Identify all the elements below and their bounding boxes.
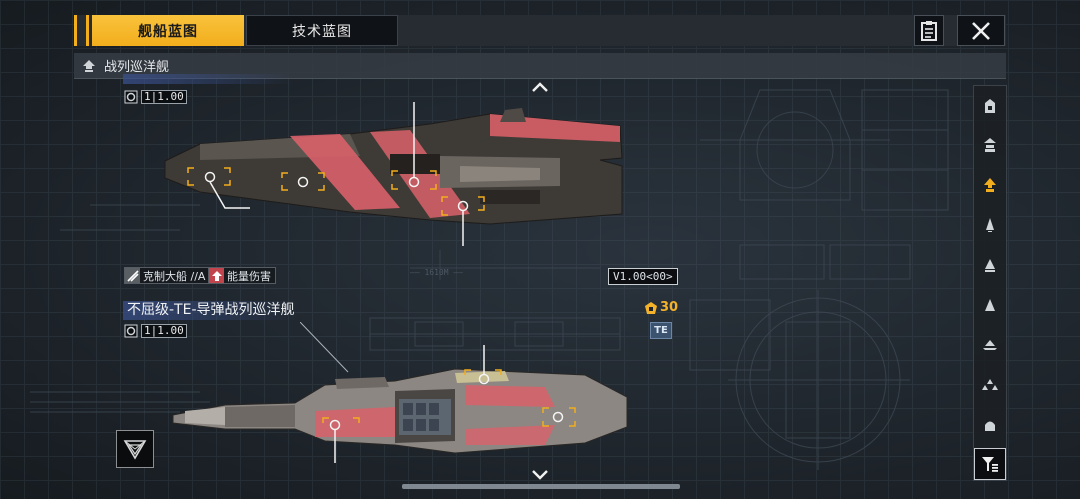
ship-model-1[interactable] xyxy=(160,96,630,256)
close-icon xyxy=(972,21,990,40)
sidebar-item-corvette[interactable] xyxy=(974,327,1006,363)
auxiliary-icon xyxy=(985,421,995,431)
dimension-label: —— 1610M —— xyxy=(410,268,463,277)
sidebar-item-frigate[interactable] xyxy=(974,287,1006,323)
scrollbar-thumb[interactable] xyxy=(402,484,680,489)
fighter-icon xyxy=(982,379,998,390)
destroyer-icon xyxy=(985,259,995,272)
tag-counter-large: 克制大船 //A xyxy=(124,267,211,284)
tag-label: 克制大船 //A xyxy=(143,269,206,283)
blueprint-icon xyxy=(124,90,138,104)
version-label: V1.00<00> xyxy=(608,268,678,285)
battlecruiser-icon xyxy=(83,59,95,72)
tag-label: 能量伤害 xyxy=(227,269,271,283)
variant-badge: TE xyxy=(650,322,672,339)
cruiser-icon xyxy=(986,218,994,232)
blueprint-value: 1|1.00 xyxy=(141,324,187,338)
category-title: 战列巡洋舰 xyxy=(104,60,170,75)
command-points-icon xyxy=(645,301,657,314)
tab-label: 舰船蓝图 xyxy=(138,23,198,40)
energy-damage-icon xyxy=(209,268,224,283)
tag-energy-damage: 能量伤害 xyxy=(208,267,276,284)
faction-emblem[interactable] xyxy=(116,430,154,468)
sidebar-item-cruiser[interactable] xyxy=(974,207,1006,243)
blueprint-meter-1: 1|1.00 xyxy=(124,90,187,104)
build-cost: 30 xyxy=(644,300,678,315)
blueprint-icon xyxy=(124,324,138,338)
corvette-icon xyxy=(983,340,997,350)
horizontal-scrollbar[interactable] xyxy=(402,484,680,489)
top-bar-accent xyxy=(74,15,77,46)
faction-icon xyxy=(123,440,147,460)
ship-name-2: 不屈级-TE-导弹战列巡洋舰 xyxy=(123,301,299,320)
tab-label: 技术蓝图 xyxy=(292,23,352,40)
blueprint-value: 1|1.00 xyxy=(141,90,187,104)
top-bar: 舰船蓝图 技术蓝图 xyxy=(74,15,1006,46)
sidebar-item-battlecruiser[interactable] xyxy=(974,167,1006,203)
sidebar-item-destroyer[interactable] xyxy=(974,247,1006,283)
scroll-down-icon[interactable] xyxy=(532,470,548,480)
tab-tech-blueprint[interactable]: 技术蓝图 xyxy=(246,15,398,46)
frigate-icon xyxy=(985,299,995,311)
sidebar-item-fighter[interactable] xyxy=(974,367,1006,403)
filter-icon xyxy=(982,457,998,472)
clipboard-icon xyxy=(921,20,937,41)
counter-icon xyxy=(125,268,140,283)
blueprint-meter-2: 1|1.00 xyxy=(124,324,187,338)
ship-model-2[interactable] xyxy=(165,345,635,465)
ship-name-1 xyxy=(123,74,293,84)
scroll-up-icon[interactable] xyxy=(532,82,548,92)
notes-button[interactable] xyxy=(914,15,944,46)
tab-ship-blueprint[interactable]: 舰船蓝图 xyxy=(86,15,244,46)
ship-leader-line xyxy=(300,322,349,373)
sidebar-item-battleship[interactable] xyxy=(974,88,1006,124)
battleship-icon xyxy=(985,99,995,113)
sidebar-item-auxiliary[interactable] xyxy=(974,407,1006,443)
ship-class-sidebar xyxy=(973,85,1007,481)
sidebar-item-carrier[interactable] xyxy=(974,127,1006,163)
battlecruiser-icon xyxy=(984,178,996,192)
close-button[interactable] xyxy=(957,15,1005,46)
cost-value: 30 xyxy=(660,300,679,315)
filter-button[interactable] xyxy=(974,448,1006,480)
carrier-icon xyxy=(984,138,996,152)
